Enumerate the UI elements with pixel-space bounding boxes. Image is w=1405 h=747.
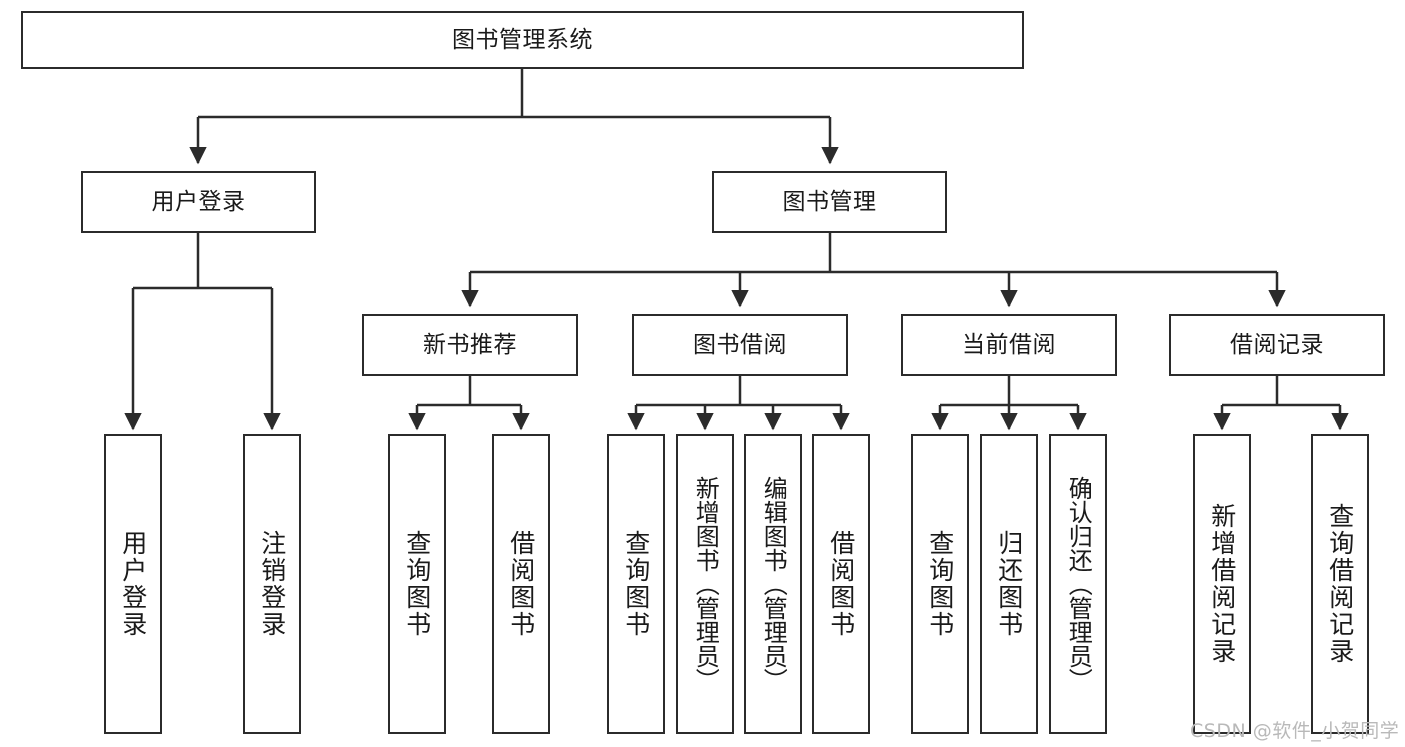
node-leaf-add-record-label: 新增借阅记录 <box>1207 503 1237 665</box>
node-leaf-user-login-label: 用户登录 <box>118 530 148 638</box>
node-root-label: 图书管理系统 <box>452 26 593 53</box>
node-leaf-logout-login-label: 注销登录 <box>257 530 287 638</box>
node-user-login-label: 用户登录 <box>151 188 246 215</box>
node-leaf-query-record[interactable]: 查询借阅记录 <box>1311 434 1369 734</box>
node-current-borrow-label: 当前借阅 <box>962 331 1056 358</box>
node-leaf-query-record-label: 查询借阅记录 <box>1325 503 1355 665</box>
node-leaf-borrow-book-1-label: 借阅图书 <box>506 530 536 638</box>
node-leaf-borrow-book-2[interactable]: 借阅图书 <box>812 434 870 734</box>
node-book-borrow[interactable]: 图书借阅 <box>632 314 848 376</box>
node-leaf-edit-book[interactable]: 编辑图书（管理员） <box>744 434 802 734</box>
csdn-watermark: CSDN @软件_小贺同学 <box>1190 720 1400 742</box>
node-leaf-query-book-1-label: 查询图书 <box>402 530 432 638</box>
node-leaf-user-login[interactable]: 用户登录 <box>104 434 162 734</box>
node-leaf-query-book-2[interactable]: 查询图书 <box>607 434 665 734</box>
node-book-manage[interactable]: 图书管理 <box>712 171 947 233</box>
node-book-manage-label: 图书管理 <box>782 188 877 215</box>
node-leaf-query-book-3[interactable]: 查询图书 <box>911 434 969 734</box>
node-root[interactable]: 图书管理系统 <box>21 11 1024 69</box>
node-new-book-rec-label: 新书推荐 <box>423 331 517 358</box>
node-leaf-add-record[interactable]: 新增借阅记录 <box>1193 434 1251 734</box>
node-leaf-confirm-return-label: 确认归还（管理员） <box>1064 476 1093 692</box>
node-leaf-return-book-label: 归还图书 <box>994 530 1024 638</box>
node-new-book-rec[interactable]: 新书推荐 <box>362 314 578 376</box>
node-borrow-record-label: 借阅记录 <box>1230 331 1324 358</box>
node-user-login[interactable]: 用户登录 <box>81 171 316 233</box>
node-borrow-record[interactable]: 借阅记录 <box>1169 314 1385 376</box>
node-current-borrow[interactable]: 当前借阅 <box>901 314 1117 376</box>
node-leaf-query-book-2-label: 查询图书 <box>621 530 651 638</box>
node-leaf-logout-login[interactable]: 注销登录 <box>243 434 301 734</box>
node-leaf-borrow-book-1[interactable]: 借阅图书 <box>492 434 550 734</box>
node-leaf-confirm-return[interactable]: 确认归还（管理员） <box>1049 434 1107 734</box>
node-leaf-query-book-3-label: 查询图书 <box>925 530 955 638</box>
node-leaf-borrow-book-2-label: 借阅图书 <box>826 530 856 638</box>
node-leaf-query-book-1[interactable]: 查询图书 <box>388 434 446 734</box>
node-leaf-edit-book-label: 编辑图书（管理员） <box>759 476 788 692</box>
node-book-borrow-label: 图书借阅 <box>693 331 787 358</box>
node-leaf-add-book-label: 新增图书（管理员） <box>691 476 720 692</box>
node-leaf-add-book[interactable]: 新增图书（管理员） <box>676 434 734 734</box>
node-leaf-return-book[interactable]: 归还图书 <box>980 434 1038 734</box>
